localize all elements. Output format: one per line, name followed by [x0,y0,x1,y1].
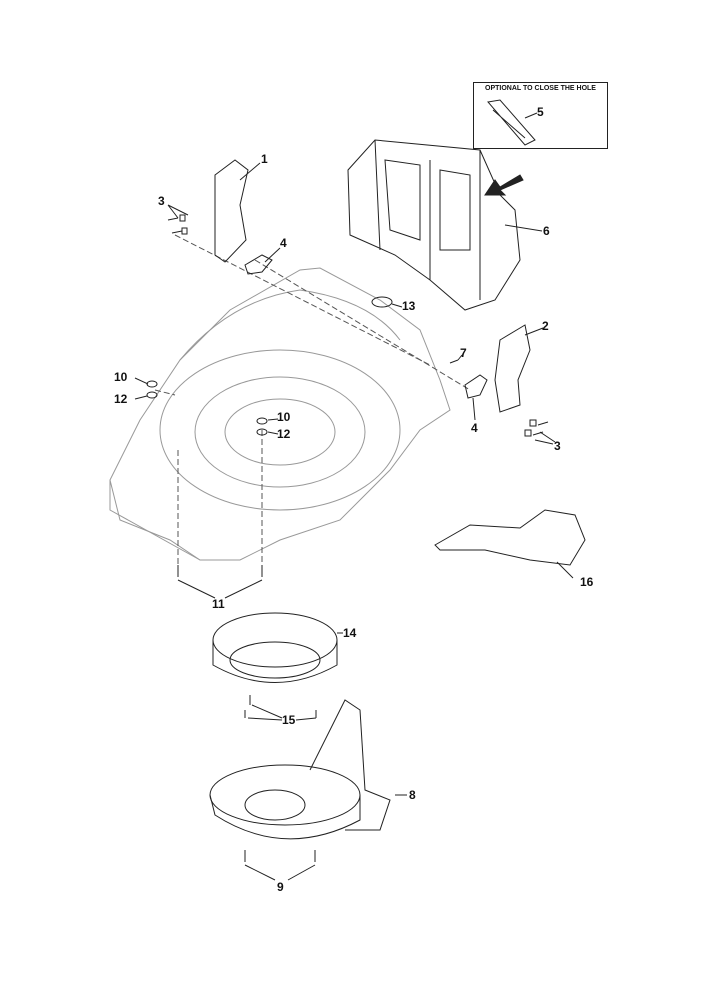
callout-5: 5 [537,105,544,119]
callout-15: 15 [282,713,296,727]
callout-10b: 10 [277,410,291,424]
screws-9 [244,850,316,881]
callout-12b: 12 [277,427,291,441]
callout-8: 8 [409,788,416,802]
alignment-lines [154,234,471,565]
inset-title: OPTIONAL TO CLOSE THE HOLE [485,85,596,92]
optional-inset-box: OPTIONAL TO CLOSE THE HOLE [473,82,608,149]
arrow-icon [484,174,524,196]
leader-lines [134,112,556,634]
bolts-3a [167,214,188,235]
part-4b [464,374,488,399]
inset-cover-5 [487,99,536,146]
callout-16: 16 [580,575,594,589]
lower-baffle [209,699,391,840]
callout-3b: 3 [554,439,561,453]
bracket-2 [494,324,531,413]
callout-4b: 4 [471,421,478,435]
part-13 [371,296,393,308]
bolts-3b [524,419,549,437]
callout-10: 10 [114,370,128,384]
grass-catcher-frame-6 [347,139,521,311]
mower-deck [109,267,451,561]
callout-7: 7 [460,346,467,360]
part-4a [244,254,273,275]
callout-12: 12 [114,392,128,406]
callout-13: 13 [402,299,416,313]
callout-2: 2 [542,319,549,333]
screw-7 [449,359,459,364]
screws-11 [177,565,263,599]
baffle-14 [212,612,338,683]
screws-15 [244,695,317,721]
leader-16 [556,561,574,579]
callout-9: 9 [277,880,284,894]
callout-11: 11 [212,597,225,611]
mulch-plug-16 [434,509,586,566]
callout-4: 4 [280,236,287,250]
bracket-1 [214,159,249,263]
callout-3: 3 [158,194,165,208]
callout-6: 6 [543,224,550,238]
callout-14: 14 [343,626,357,640]
callout-1: 1 [261,152,268,166]
